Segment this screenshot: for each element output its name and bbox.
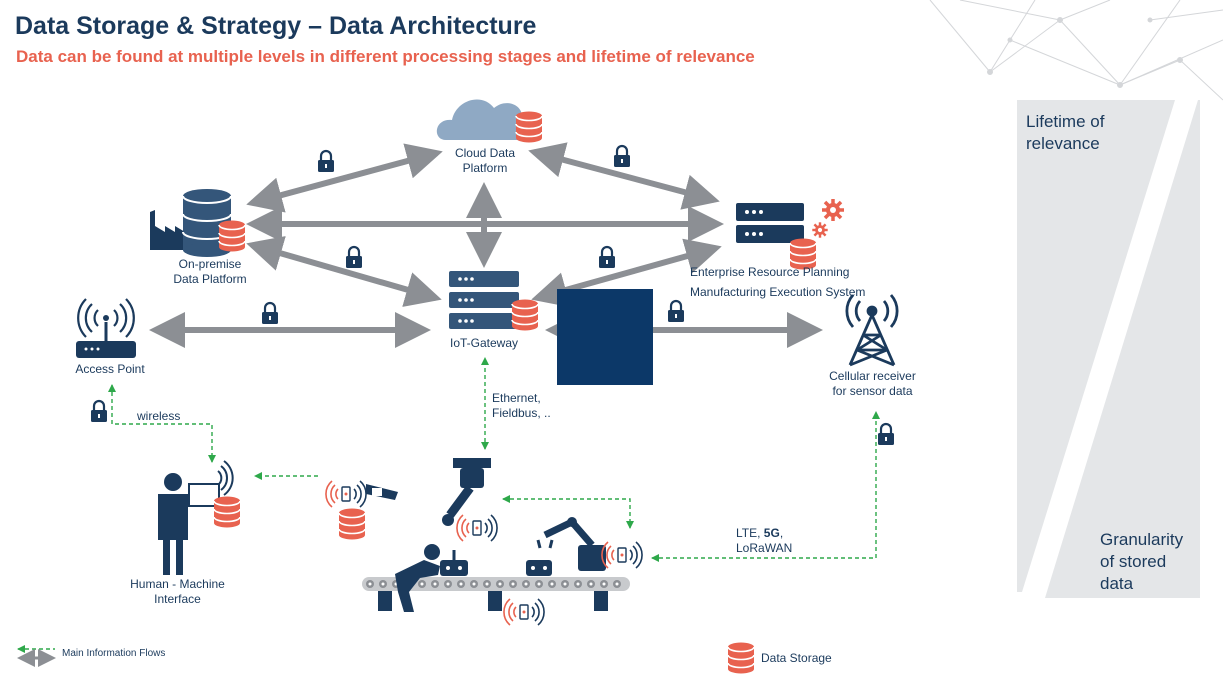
lock-icon	[316, 149, 336, 174]
lock-icon	[89, 399, 109, 424]
gateway-server-icon	[449, 271, 539, 332]
page-subtitle: Data can be found at multiple levels in …	[16, 47, 755, 66]
ethernet-label: Ethernet,Fieldbus, ..	[492, 391, 551, 420]
hmi-person-icon	[158, 460, 241, 575]
gateway-label: IoT-Gateway	[449, 336, 519, 350]
camera-sensor-icon	[325, 480, 398, 541]
flow-robot-robot	[502, 495, 634, 529]
overlay-box	[557, 289, 653, 385]
legend-flow-icon	[17, 645, 56, 667]
production-line-icon	[362, 458, 643, 626]
flow-lte	[651, 411, 880, 562]
access-point-icon	[76, 298, 136, 358]
legend-flows-label: Main Information Flows	[62, 648, 166, 659]
legend-storage-label: Data Storage	[761, 651, 832, 665]
green-flows	[108, 357, 880, 562]
lte-label: LTE, 5G, LoRaWAN	[736, 526, 793, 555]
factory-database-icon	[150, 189, 246, 257]
lifetime-granularity-panel	[1017, 100, 1200, 598]
lock-icon	[666, 299, 686, 324]
wireless-label: wireless	[137, 409, 181, 423]
arrow-onprem-cloud	[246, 143, 443, 213]
arrow-cloud-erp	[528, 142, 720, 210]
legend-storage-icon	[727, 641, 755, 675]
cloud-icon	[436, 99, 543, 144]
erp-server-icon	[736, 197, 846, 271]
network-decoration	[929, 0, 1223, 101]
cell-tower-icon	[845, 294, 899, 367]
page-title: Data Storage & Strategy – Data Architect…	[15, 12, 537, 40]
lock-icon	[260, 301, 280, 326]
lock-icon	[876, 422, 896, 447]
flow-wireless	[108, 384, 216, 463]
lock-icon	[597, 245, 617, 270]
lock-icon	[612, 144, 632, 169]
access-point-label: Access Point	[75, 362, 145, 376]
arrow-onprem-gateway	[246, 236, 442, 307]
lock-icon	[344, 245, 364, 270]
